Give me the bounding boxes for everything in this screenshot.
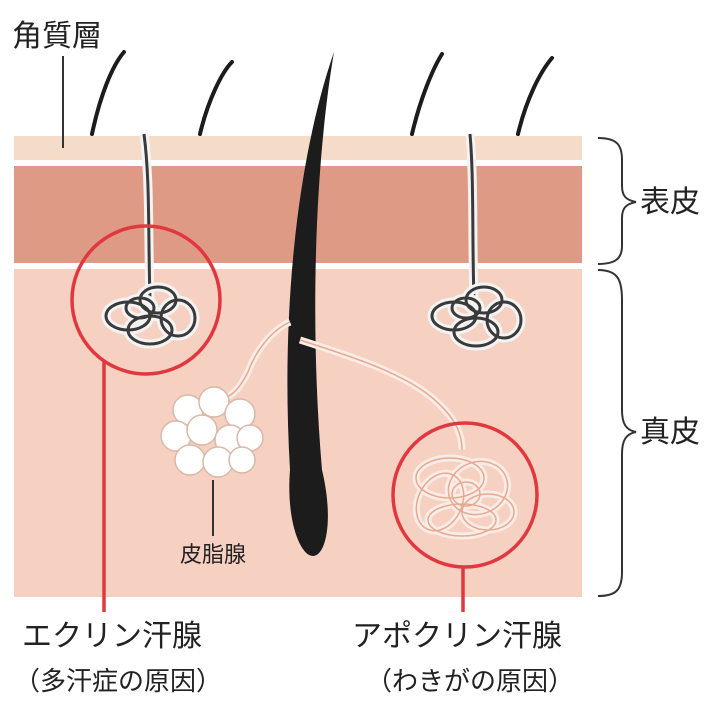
sebaceous-cluster xyxy=(160,386,264,478)
short-hair xyxy=(198,60,234,136)
apocrine-highlight-circle xyxy=(391,421,539,569)
short-hair xyxy=(410,52,444,136)
right-hair-gland xyxy=(427,133,526,351)
layer-separator xyxy=(14,160,582,166)
right-coil xyxy=(430,285,523,348)
sebaceous-duct xyxy=(223,321,291,399)
short-hair xyxy=(516,56,554,136)
dermis-brace xyxy=(597,269,637,597)
right-duct xyxy=(468,133,476,301)
surface-hairs xyxy=(90,50,554,136)
eccrine-gland-note: （多汗症の原因） xyxy=(14,667,222,697)
apocrine-gland xyxy=(298,336,539,569)
short-hair xyxy=(90,50,126,136)
eccrine-duct xyxy=(142,133,152,301)
epidermis-brace xyxy=(597,137,637,265)
dermis-label: 真皮 xyxy=(640,415,700,450)
eccrine-gland xyxy=(70,133,222,376)
stratum-corneum-label: 角質層 xyxy=(12,19,102,54)
sebaceous-gland xyxy=(160,318,292,536)
epidermis-label: 表皮 xyxy=(640,185,700,220)
sebaceous-gland-label: 皮脂腺 xyxy=(180,543,246,568)
apocrine-gland-note: （わきがの原因） xyxy=(366,667,574,697)
main-hair xyxy=(287,52,334,556)
stratum-corneum-layer xyxy=(14,136,582,160)
apocrine-duct xyxy=(299,339,463,451)
eccrine-highlight-circle xyxy=(70,224,222,376)
apocrine-coil xyxy=(415,457,515,537)
apocrine-gland-label: アポクリン汗腺 xyxy=(352,619,562,654)
eccrine-gland-label: エクリン汗腺 xyxy=(22,619,202,654)
eccrine-coil xyxy=(104,285,197,346)
